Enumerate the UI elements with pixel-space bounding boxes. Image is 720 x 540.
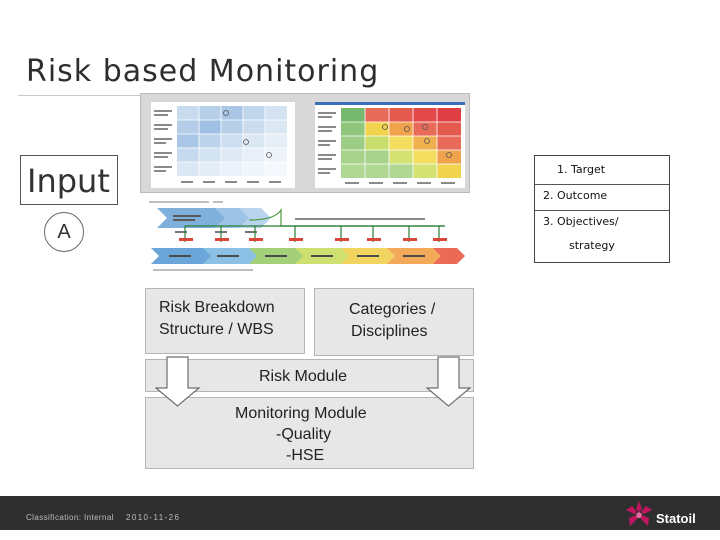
statoil-star-icon xyxy=(626,501,652,526)
risk-breakdown-label: Risk Breakdown xyxy=(159,299,275,316)
input-label: Input xyxy=(20,155,118,205)
footer-classification: Classification: Internal xyxy=(26,513,114,522)
monitoring-module-label: Monitoring Module xyxy=(235,405,367,422)
legend-outcome: 2. Outcome xyxy=(543,189,608,202)
legend-strategy: strategy xyxy=(569,239,615,252)
down-arrow-icon xyxy=(155,356,201,407)
process-chevron-diagram xyxy=(145,196,470,276)
legend-box: 1. Target 2. Outcome 3. Objectives/ stra… xyxy=(534,155,670,263)
categories-label: Categories / xyxy=(349,301,436,318)
monitoring-hse-label: -HSE xyxy=(286,447,325,464)
categories-box: Categories / Disciplines xyxy=(314,288,474,356)
a-marker: A xyxy=(44,212,84,252)
blue-risk-matrix xyxy=(151,102,295,188)
risk-breakdown-box: Risk Breakdown Structure / WBS xyxy=(145,288,305,354)
monitoring-quality-label: -Quality xyxy=(276,426,332,443)
footer-bar xyxy=(0,496,720,530)
legend-objectives: 3. Objectives/ xyxy=(543,215,619,228)
statoil-logo-text: Statoil xyxy=(656,511,696,526)
page-title: Risk based Monitoring xyxy=(26,54,380,89)
legend-target: 1. Target xyxy=(557,163,606,176)
legend-divider xyxy=(535,210,669,211)
risk-module-label: Risk Module xyxy=(259,368,348,385)
risk-module-box: Risk Module xyxy=(145,359,474,392)
colored-risk-matrix xyxy=(315,102,465,188)
categories-label: Disciplines xyxy=(351,323,428,340)
risk-breakdown-label: Structure / WBS xyxy=(159,321,274,338)
monitoring-module-box: Monitoring Module -Quality -HSE xyxy=(145,397,474,469)
legend-divider xyxy=(535,184,669,185)
down-arrow-icon xyxy=(426,356,472,407)
footer-date: 2010-11-26 xyxy=(126,513,181,522)
risk-matrix-panel xyxy=(140,93,470,193)
